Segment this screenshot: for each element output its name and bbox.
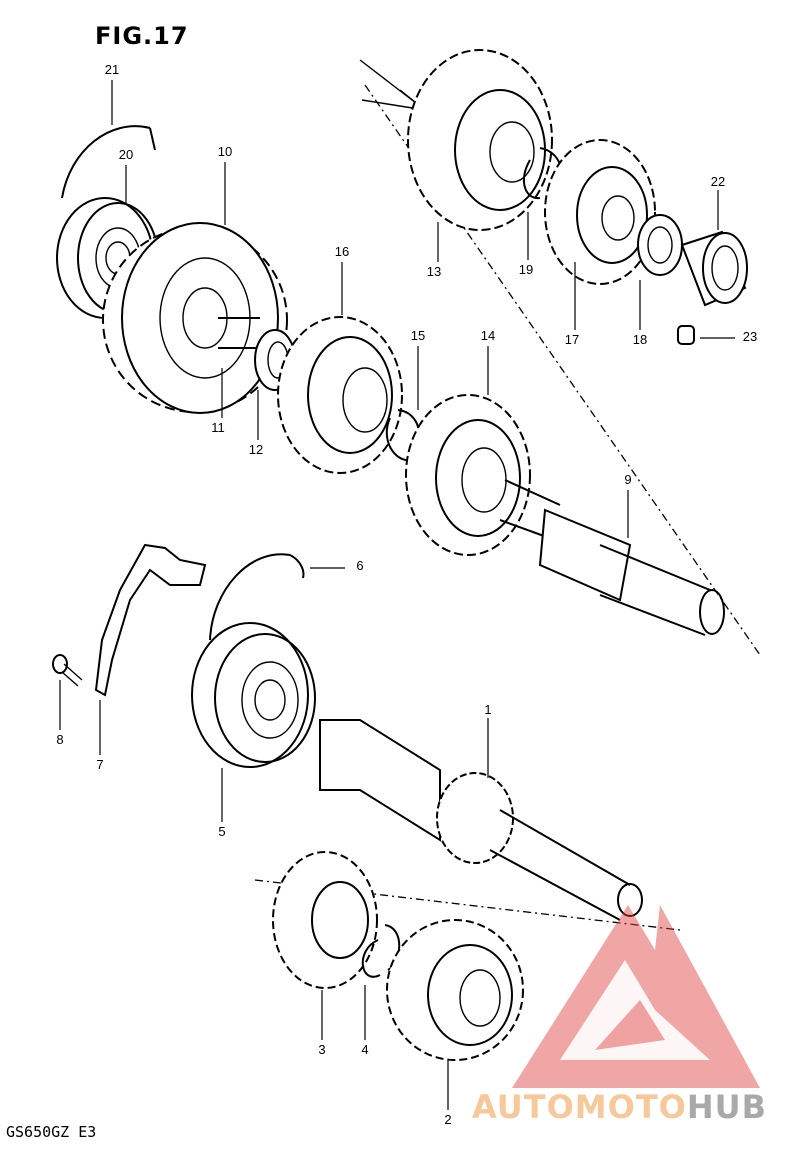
part-17-gear: [544, 139, 656, 285]
watermark-text-a: AUTOMOTO: [472, 1088, 687, 1126]
callout-4: 4: [361, 1042, 368, 1057]
part-10-gear: [102, 222, 288, 414]
callout-15: 15: [411, 328, 425, 343]
callout-8: 8: [56, 732, 63, 747]
callout-9: 9: [624, 472, 631, 487]
part-5-bearing: [191, 622, 316, 768]
watermark-text-b: HUB: [686, 1088, 768, 1126]
part-2-gear: [386, 919, 524, 1061]
callout-7: 7: [96, 757, 103, 772]
part-18-washer: [637, 214, 683, 276]
part-6-circlip: [209, 553, 305, 641]
callout-21: 21: [105, 62, 119, 77]
callout-22: 22: [711, 174, 725, 189]
leader-lines: [59, 80, 735, 1110]
part-8-screw: [52, 654, 83, 687]
callout-1: 1: [484, 702, 491, 717]
part-22-needle-bearing: [680, 230, 748, 307]
part-7-plate: [94, 543, 207, 697]
callout-3: 3: [318, 1042, 325, 1057]
part-14-gear: [405, 394, 531, 556]
callout-5: 5: [218, 824, 225, 839]
part-1-driveshaft: [319, 719, 643, 921]
part-23-pin: [677, 325, 695, 345]
part-11-collar: [218, 317, 260, 349]
figure-title: FIG.17: [95, 22, 189, 50]
callout-11: 11: [211, 420, 225, 435]
callout-23: 23: [743, 329, 757, 344]
part-16-gear: [277, 316, 403, 474]
part-3-gear: [272, 851, 378, 989]
callout-18: 18: [633, 332, 647, 347]
callout-10: 10: [218, 144, 232, 159]
callout-19: 19: [519, 262, 533, 277]
callout-20: 20: [119, 147, 133, 162]
part-21-circlip: [61, 125, 156, 199]
callout-14: 14: [481, 328, 495, 343]
part-13-gear: [407, 49, 553, 231]
part-9-countershaft: [499, 479, 725, 636]
watermark-text: AUTOMOTOHUB: [472, 1088, 767, 1126]
callout-6: 6: [356, 558, 363, 573]
callout-16: 16: [335, 244, 349, 259]
callout-2: 2: [444, 1112, 451, 1127]
model-code: GS650GZ E3: [6, 1123, 97, 1141]
callout-13: 13: [427, 264, 441, 279]
callout-12: 12: [249, 442, 263, 457]
callout-17: 17: [565, 332, 579, 347]
watermark-logo: [512, 905, 760, 1088]
